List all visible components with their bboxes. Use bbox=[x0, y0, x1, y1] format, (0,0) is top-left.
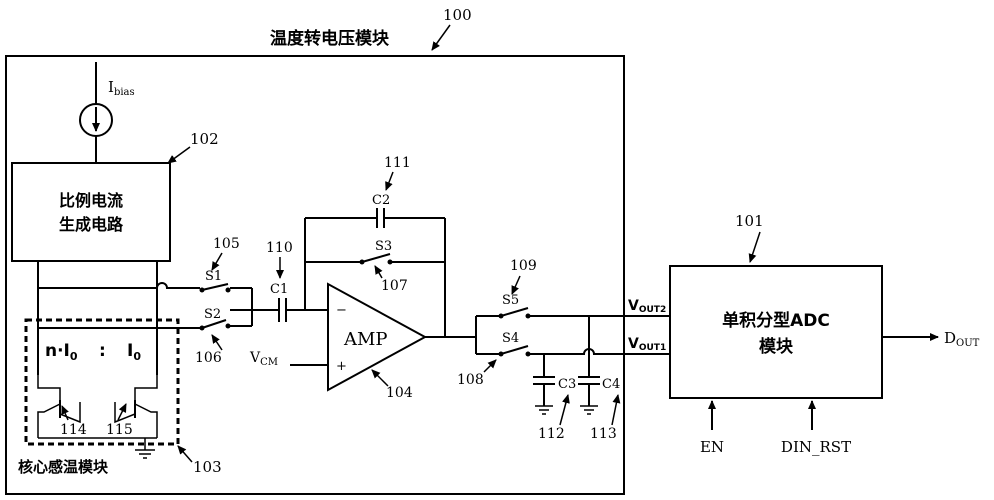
core-module-label: 核心感温模块 bbox=[18, 458, 109, 476]
amp-minus-label: − bbox=[336, 303, 347, 318]
n-i0-label: n·I0 bbox=[45, 341, 78, 363]
leader-115 bbox=[117, 403, 127, 421]
ref-109: 109 bbox=[510, 258, 537, 274]
vout1-label: VOUT1 bbox=[628, 336, 666, 353]
c4-label: C4 bbox=[602, 377, 620, 392]
switch-s1-right-contact bbox=[225, 287, 231, 293]
c1-label: C1 bbox=[270, 282, 288, 297]
ibias-label: Ibias bbox=[108, 78, 135, 98]
ref-114: 114 bbox=[60, 422, 87, 438]
amp-plus-label: + bbox=[336, 359, 347, 374]
ratio-colon: : bbox=[99, 341, 106, 361]
s2-label: S2 bbox=[204, 307, 221, 322]
adc-line1: 单积分型ADC bbox=[722, 310, 830, 331]
din-rst-label: DIN_RST bbox=[781, 438, 851, 456]
switch-s2[interactable] bbox=[201, 319, 227, 329]
ref-112: 112 bbox=[538, 426, 565, 442]
ref-103: 103 bbox=[193, 458, 222, 476]
en-label: EN bbox=[700, 438, 724, 456]
ref-115: 115 bbox=[106, 422, 133, 438]
transistor-115-collector bbox=[134, 375, 158, 400]
i0-label: I0 bbox=[127, 341, 141, 363]
adc-module-box bbox=[669, 265, 883, 399]
leader-109 bbox=[511, 275, 521, 295]
leader-106 bbox=[211, 334, 223, 351]
transistor-114-left-leg bbox=[37, 403, 61, 438]
module-title: 温度转电压模块 bbox=[270, 28, 390, 49]
switch-s3-right-contact bbox=[387, 259, 393, 265]
amp-label: AMP bbox=[343, 329, 388, 350]
current-generator-box bbox=[11, 162, 171, 262]
c3-label: C3 bbox=[558, 377, 576, 392]
vcm-label: VCM bbox=[249, 350, 278, 368]
leader-100 bbox=[431, 24, 451, 51]
ref-100: 100 bbox=[443, 6, 472, 24]
current-generator-line2: 生成电路 bbox=[59, 215, 124, 234]
vout2-label: VOUT2 bbox=[628, 298, 666, 315]
s3-label: S3 bbox=[375, 239, 392, 254]
core-sensing-module-box bbox=[24, 318, 180, 446]
ref-105: 105 bbox=[213, 236, 240, 252]
dout-label: DOUT bbox=[944, 329, 980, 349]
transistor-115-right-leg bbox=[134, 403, 158, 438]
ref-104: 104 bbox=[386, 385, 413, 401]
leader-103 bbox=[177, 445, 193, 463]
ref-101: 101 bbox=[735, 212, 764, 230]
ref-111: 111 bbox=[384, 155, 411, 171]
ref-110: 110 bbox=[266, 240, 293, 256]
s4-label: S4 bbox=[502, 331, 519, 346]
s1-label: S1 bbox=[205, 269, 222, 284]
switch-s3[interactable] bbox=[361, 253, 391, 263]
leader-104 bbox=[371, 369, 389, 387]
switch-s4[interactable] bbox=[500, 345, 529, 355]
ref-113: 113 bbox=[590, 426, 617, 442]
leader-111 bbox=[385, 171, 394, 191]
temp-to-voltage-module-box bbox=[5, 55, 625, 495]
current-generator-line1: 比例电流 bbox=[59, 191, 123, 210]
ref-102: 102 bbox=[190, 130, 219, 148]
switch-s5-right-contact bbox=[525, 313, 531, 319]
amplifier-amp bbox=[327, 282, 428, 392]
leader-102 bbox=[167, 146, 191, 164]
transistor-114-right-leg bbox=[59, 402, 81, 424]
leader-105 bbox=[211, 252, 223, 271]
s1-wire-left bbox=[156, 282, 200, 289]
ref-108: 108 bbox=[457, 372, 484, 388]
transistor-115-left-leg bbox=[114, 402, 136, 424]
c2-label: C2 bbox=[372, 193, 390, 208]
leader-114 bbox=[61, 405, 69, 421]
transistor-114-collector bbox=[37, 375, 61, 400]
ref-107: 107 bbox=[381, 278, 408, 294]
leader-112 bbox=[559, 394, 570, 426]
switch-s1[interactable] bbox=[201, 283, 229, 291]
switch-s5[interactable] bbox=[500, 307, 529, 317]
ref-106: 106 bbox=[195, 350, 222, 366]
leader-107 bbox=[374, 265, 383, 279]
leader-113 bbox=[611, 394, 621, 426]
switch-s4-right-contact bbox=[525, 351, 531, 357]
leader-101 bbox=[748, 231, 761, 263]
adc-line2: 模块 bbox=[759, 336, 794, 357]
s5-label: S5 bbox=[502, 293, 519, 308]
leader-108 bbox=[483, 359, 497, 373]
